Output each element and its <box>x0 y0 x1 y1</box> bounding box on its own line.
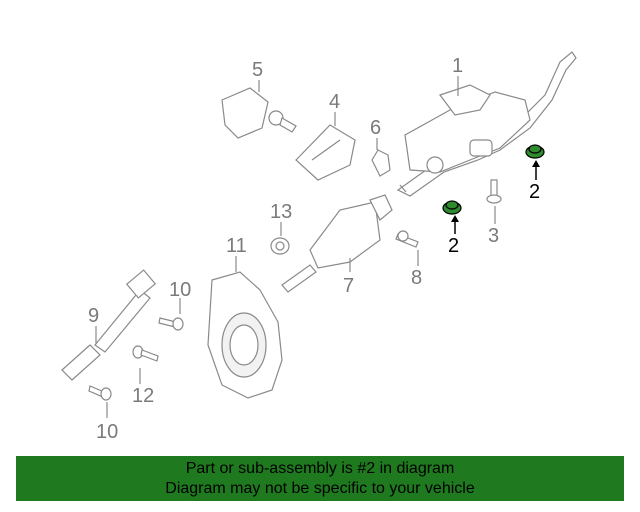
label-3: 3 <box>488 225 499 247</box>
part-5-lock-cylinder[interactable] <box>221 87 297 139</box>
label-4: 4 <box>329 91 340 113</box>
label-13: 13 <box>270 201 292 223</box>
label-10-lower: 10 <box>96 421 118 443</box>
info-banner: Part or sub-assembly is #2 in diagram Di… <box>16 456 624 501</box>
part-12-bolt[interactable] <box>132 345 159 362</box>
part-2-bolt-center[interactable] <box>442 200 462 215</box>
label-11: 11 <box>226 235 247 257</box>
label-1: 1 <box>452 55 463 77</box>
label-7: 7 <box>343 275 354 297</box>
label-5: 5 <box>252 59 263 81</box>
part-2-bolt-right[interactable] <box>525 144 545 159</box>
label-2-center: 2 <box>448 235 459 257</box>
banner-line-1: Part or sub-assembly is #2 in diagram <box>185 459 455 477</box>
part-6-clip[interactable] <box>371 149 391 177</box>
label-2-right: 2 <box>529 181 540 203</box>
part-13-nut[interactable] <box>270 237 290 255</box>
part-11-boot-cover[interactable] <box>207 271 283 399</box>
banner-line-2: Diagram may not be specific to your vehi… <box>165 479 475 497</box>
part-10-bolt-upper[interactable] <box>158 317 184 331</box>
part-4-bracket[interactable] <box>295 124 356 181</box>
part-7-shaft-motor[interactable] <box>281 194 393 293</box>
part-10-bolt-lower[interactable] <box>88 385 112 401</box>
label-12: 12 <box>132 385 154 407</box>
part-8-bolt[interactable] <box>395 230 419 248</box>
label-10-upper: 10 <box>169 279 191 301</box>
label-9: 9 <box>88 305 99 327</box>
part-9-ujoint-shaft[interactable] <box>61 269 157 381</box>
part-1-steering-column[interactable] <box>396 51 577 197</box>
label-8: 8 <box>411 267 422 289</box>
part-3-bolt[interactable] <box>486 179 502 204</box>
label-6: 6 <box>370 117 381 139</box>
